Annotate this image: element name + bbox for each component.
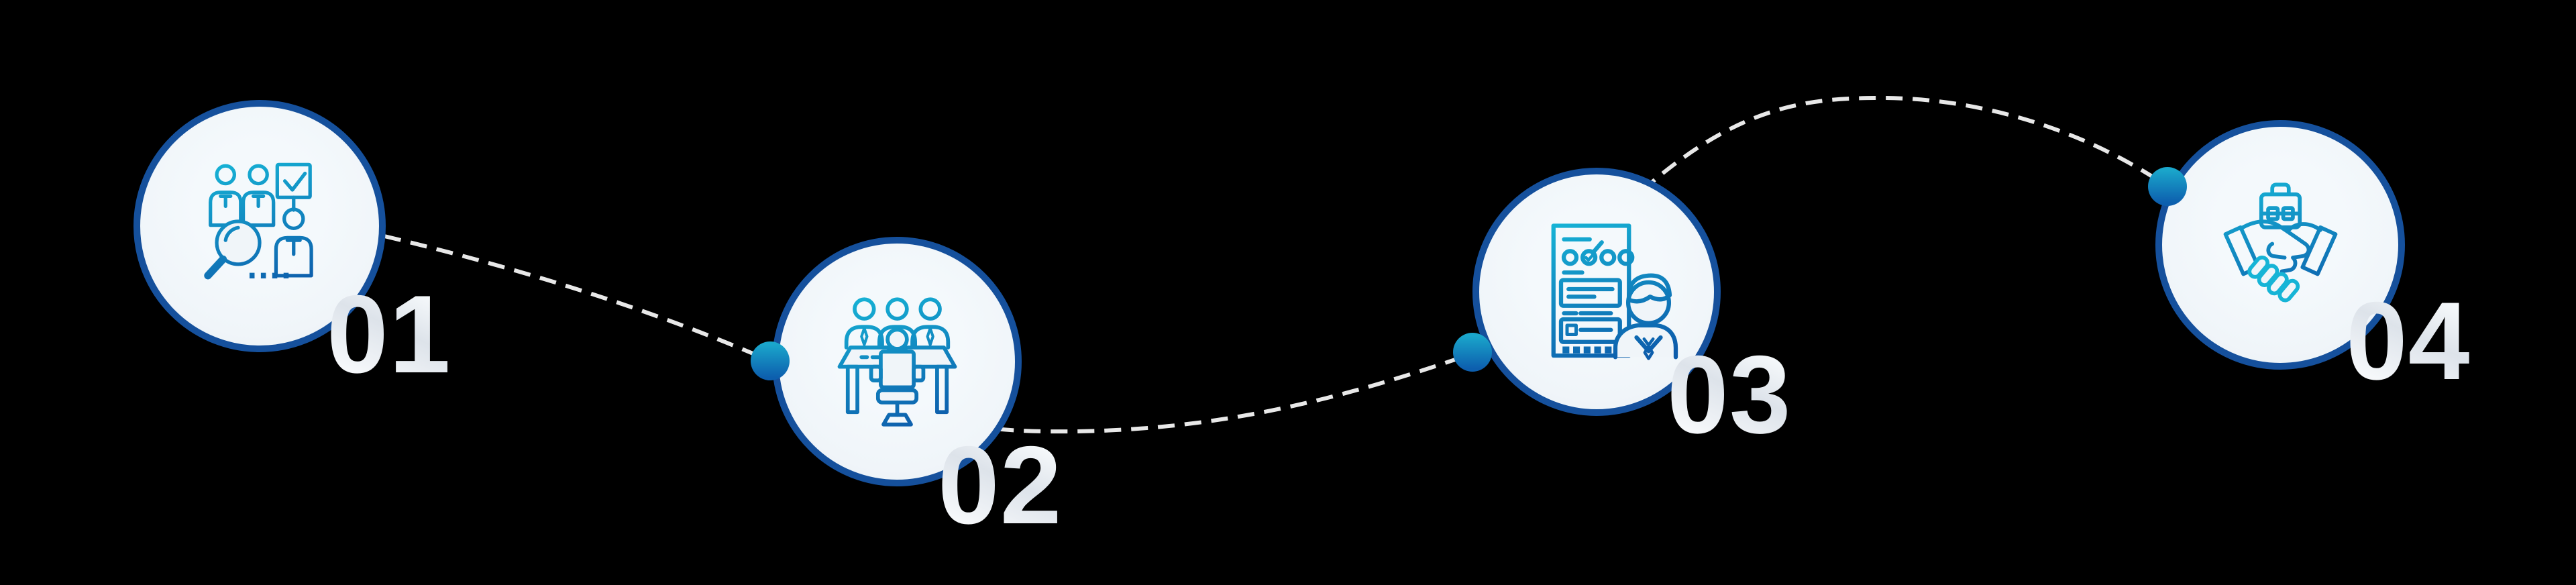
step-circle-3 [1472, 168, 1721, 416]
step-circle-4 [2155, 120, 2405, 370]
hiring-handshake-icon [2223, 182, 2337, 303]
step-number-3: 03 [1667, 333, 1792, 456]
step-number-4: 04 [2346, 279, 2471, 403]
connector-dot-3 [2148, 167, 2187, 206]
evaluation-report-icon [1551, 223, 1678, 360]
connector-dot-2 [1453, 333, 1492, 372]
step-number-1: 01 [327, 272, 451, 396]
candidate-screening-icon [204, 162, 313, 279]
panel-interview-icon [837, 297, 957, 427]
dashed-connector-path [384, 95, 2169, 434]
connector-dot-1 [751, 341, 790, 380]
step-circle-1 [133, 100, 386, 352]
step-number-2: 02 [938, 423, 1063, 547]
